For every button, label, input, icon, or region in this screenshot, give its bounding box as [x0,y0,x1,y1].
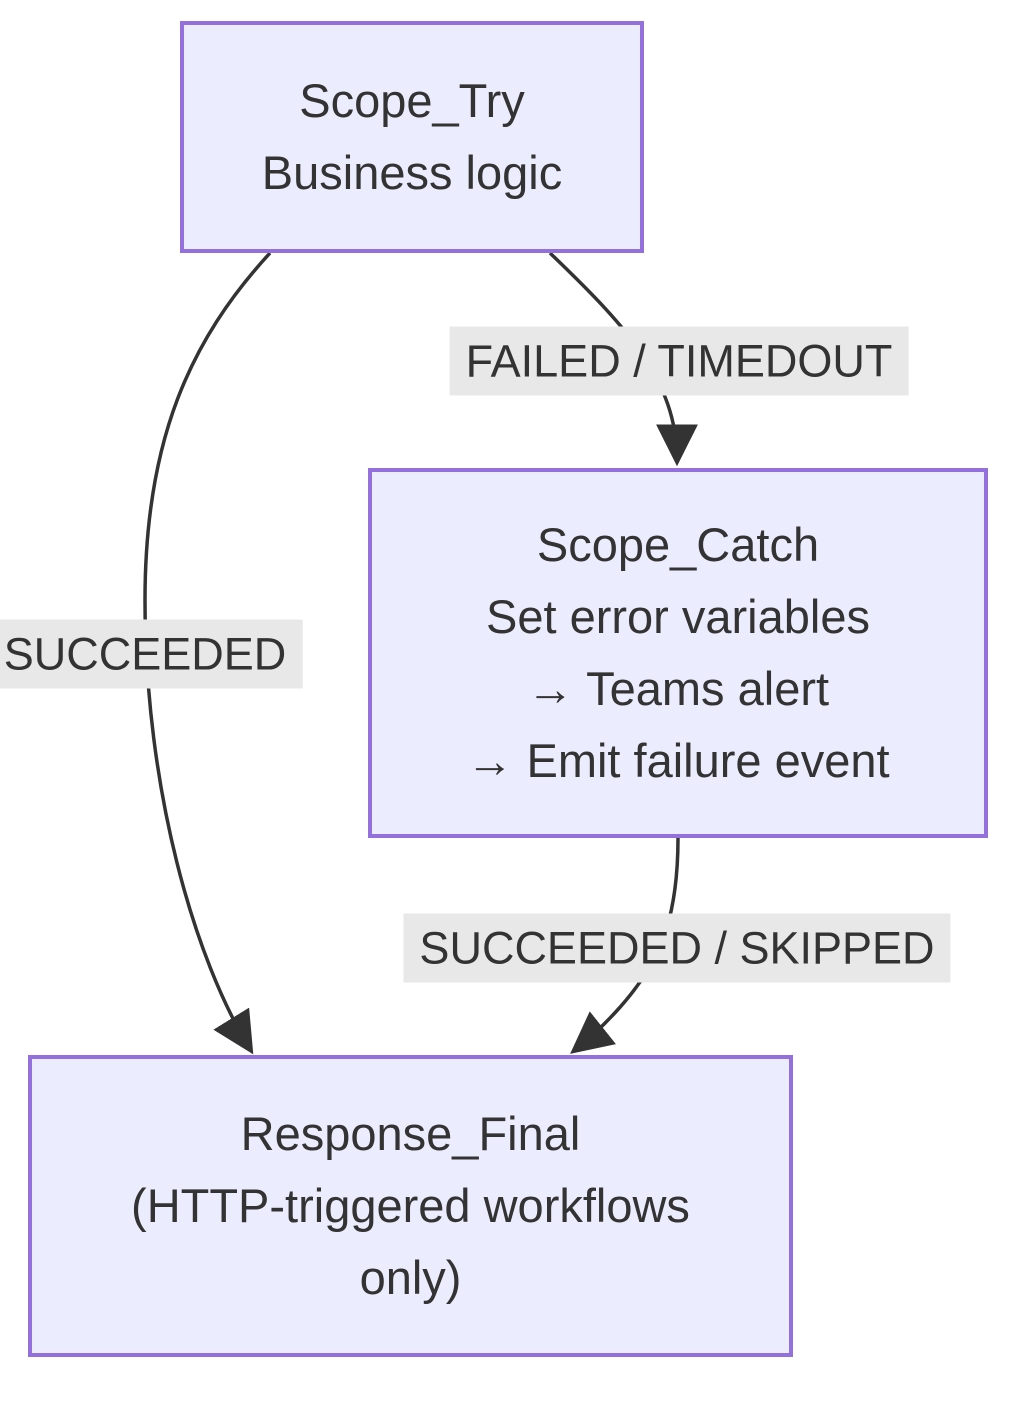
node-scope-try: Scope_Try Business logic [180,21,644,253]
edge-label-succeeded: SUCCEEDED [0,619,303,689]
edge-scope-try-to-response-final [143,251,272,1055]
node-line: only) [359,1251,462,1304]
node-line: Set error variables [486,590,870,643]
node-line: → Teams alert [526,662,830,715]
edge-label-succeeded-skipped: SUCCEEDED / SKIPPED [403,913,951,983]
node-line: (HTTP-triggered workflows [131,1179,690,1232]
edge-label-failed-timedout: FAILED / TIMEDOUT [449,326,909,396]
node-title: Scope_Try [299,74,525,127]
node-line: → Emit failure event [466,734,890,787]
node-response-final: Response_Final (HTTP-triggered workflows… [28,1055,793,1357]
node-scope-catch: Scope_Catch Set error variables → Teams … [368,468,988,838]
node-title: Response_Final [240,1107,581,1160]
node-title: Scope_Catch [536,518,820,571]
node-subtitle: Business logic [261,146,563,199]
